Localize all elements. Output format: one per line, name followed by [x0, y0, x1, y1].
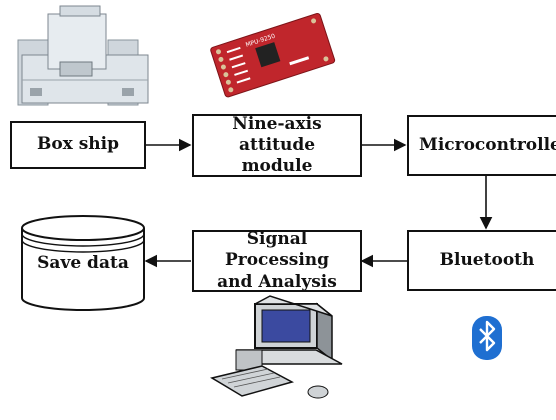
- computer-icon: [210, 295, 343, 399]
- box-ship-photo: [17, 5, 149, 106]
- save-data-label: Save data: [37, 253, 129, 273]
- sensor-board-photo: MPU-9250: [210, 12, 336, 98]
- signal-processing-label: Signal Processing and Analysis: [217, 229, 337, 292]
- microcontroller-label: Microcontroller: [419, 134, 556, 155]
- microcontroller-node: Microcontroller: [407, 115, 556, 176]
- database-cylinder-icon: [21, 215, 145, 311]
- box-ship-label: Box ship: [36, 134, 120, 155]
- bluetooth-icon: [472, 316, 502, 360]
- bluetooth-label: Bluetooth: [439, 249, 535, 270]
- bluetooth-node: Bluetooth: [407, 230, 556, 291]
- attitude-module-node: Nine-axis attitude module: [192, 114, 362, 177]
- attitude-module-label: Nine-axis attitude module: [232, 113, 322, 177]
- box-ship-node: Box ship: [10, 121, 146, 169]
- signal-processing-node: Signal Processing and Analysis: [192, 229, 362, 292]
